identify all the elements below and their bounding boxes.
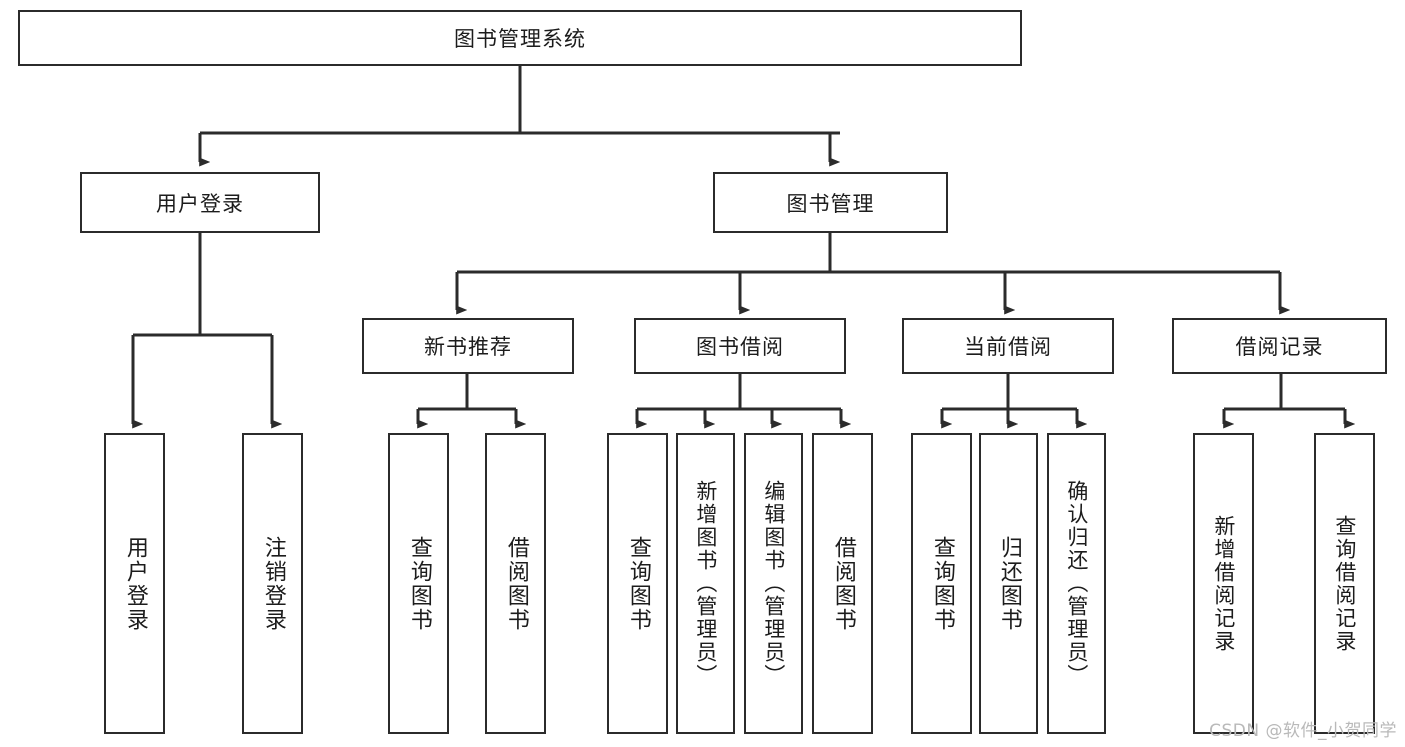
node-label: 用户登录	[156, 191, 244, 216]
node-label: 借阅图书	[503, 535, 529, 632]
node-label: 图书借阅	[696, 335, 784, 359]
node-label: 当前借阅	[964, 335, 1052, 359]
node-label: 注销登录	[260, 535, 286, 632]
leaf-query-book-new[interactable]: 查询图书	[388, 433, 449, 734]
node-label: 新书推荐	[424, 335, 512, 359]
node-label: 图书管理	[786, 191, 875, 216]
leaf-logout[interactable]: 注销登录	[242, 433, 303, 734]
node-label: 新增借阅记录	[1211, 514, 1236, 653]
node-label: 借阅记录	[1235, 335, 1324, 359]
node-user-login[interactable]: 用户登录	[80, 172, 320, 233]
node-new-book-recommendation[interactable]: 新书推荐	[362, 318, 574, 374]
node-label: 用户登录	[122, 535, 148, 632]
node-label: 确认归还（管理员）	[1064, 480, 1089, 687]
node-label: 查询图书	[406, 535, 432, 632]
node-label: 借阅图书	[830, 535, 856, 632]
leaf-add-book-admin[interactable]: 新增图书（管理员）	[676, 433, 735, 734]
node-label: 查询图书	[929, 535, 955, 632]
leaf-add-borrow-record[interactable]: 新增借阅记录	[1193, 433, 1254, 734]
leaf-query-borrow-record[interactable]: 查询借阅记录	[1314, 433, 1375, 734]
leaf-edit-book-admin[interactable]: 编辑图书（管理员）	[744, 433, 803, 734]
watermark-text: CSDN @软件_小贺同学	[1209, 721, 1397, 741]
leaf-query-book-borrow[interactable]: 查询图书	[607, 433, 668, 734]
node-book-management[interactable]: 图书管理	[713, 172, 948, 233]
node-borrow-records[interactable]: 借阅记录	[1172, 318, 1387, 374]
node-root-book-management-system[interactable]: 图书管理系统	[18, 10, 1022, 66]
leaf-borrow-book-new[interactable]: 借阅图书	[485, 433, 546, 734]
leaf-user-login[interactable]: 用户登录	[104, 433, 165, 734]
node-label: 图书管理系统	[454, 27, 586, 51]
node-label: 新增图书（管理员）	[693, 480, 718, 687]
leaf-confirm-return-admin[interactable]: 确认归还（管理员）	[1047, 433, 1106, 734]
node-label: 查询图书	[625, 535, 651, 632]
leaf-return-book[interactable]: 归还图书	[979, 433, 1038, 734]
node-book-borrowing[interactable]: 图书借阅	[634, 318, 846, 374]
node-label: 查询借阅记录	[1332, 514, 1357, 653]
leaf-borrow-book[interactable]: 借阅图书	[812, 433, 873, 734]
node-label: 编辑图书（管理员）	[761, 480, 786, 687]
node-current-borrowing[interactable]: 当前借阅	[902, 318, 1114, 374]
leaf-query-book-current[interactable]: 查询图书	[911, 433, 972, 734]
node-label: 归还图书	[996, 535, 1022, 632]
